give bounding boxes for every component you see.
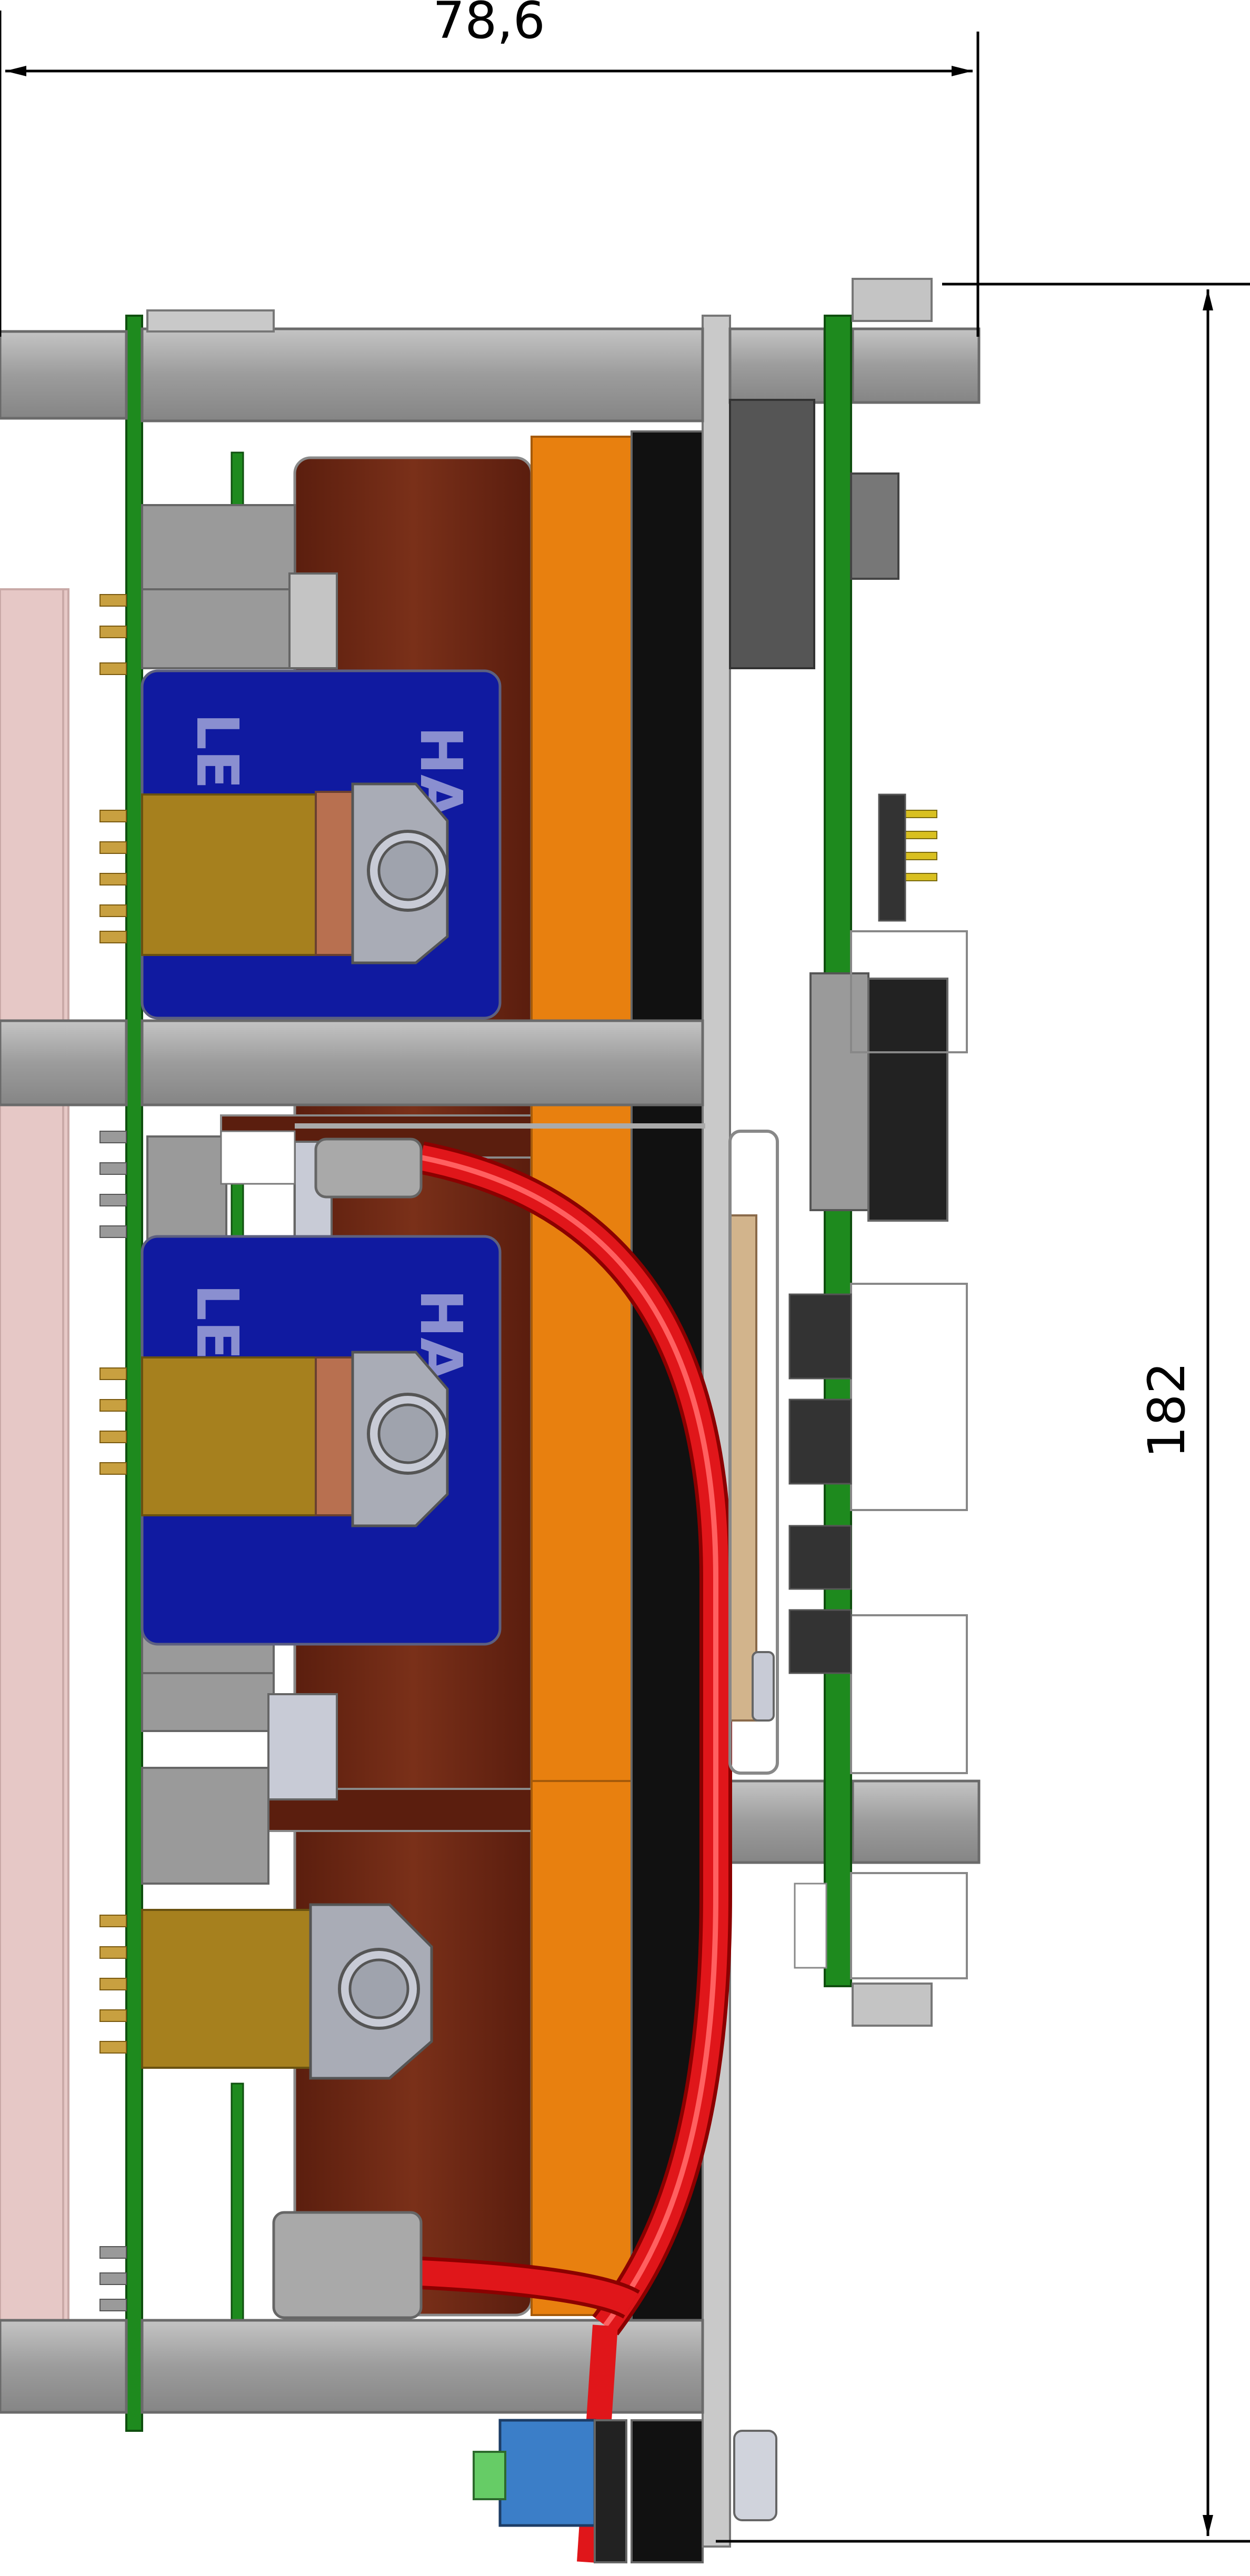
- bottom-terminal: [473, 2419, 777, 2563]
- lower-current-sensor: HA LE: [141, 1235, 502, 1646]
- lower-sensor-label-b: LE: [184, 1284, 251, 1360]
- dimension-height: 182: [716, 283, 1250, 2543]
- red-cable: [272, 1138, 732, 2563]
- side-connector: [752, 1651, 775, 1722]
- side-capacitor: [729, 1214, 757, 1722]
- bottom-current-sensor: [141, 1903, 433, 2080]
- clearance-slot: [220, 1130, 296, 1185]
- width-dimension-label: 78,6: [433, 0, 545, 50]
- upper-sensor-label-b: LE: [184, 713, 251, 789]
- cable-guide: [728, 1130, 779, 1775]
- dimension-width: 78,6: [0, 0, 979, 337]
- insulation-tape: [531, 436, 633, 2316]
- upper-current-sensor: HA LE: [141, 669, 502, 1020]
- main-pcb-left: [99, 315, 143, 2432]
- height-dimension-label: 182: [1137, 1362, 1196, 1458]
- front-panel: [0, 588, 69, 2324]
- right-pcb: [729, 278, 968, 2027]
- top-connector: [146, 309, 275, 333]
